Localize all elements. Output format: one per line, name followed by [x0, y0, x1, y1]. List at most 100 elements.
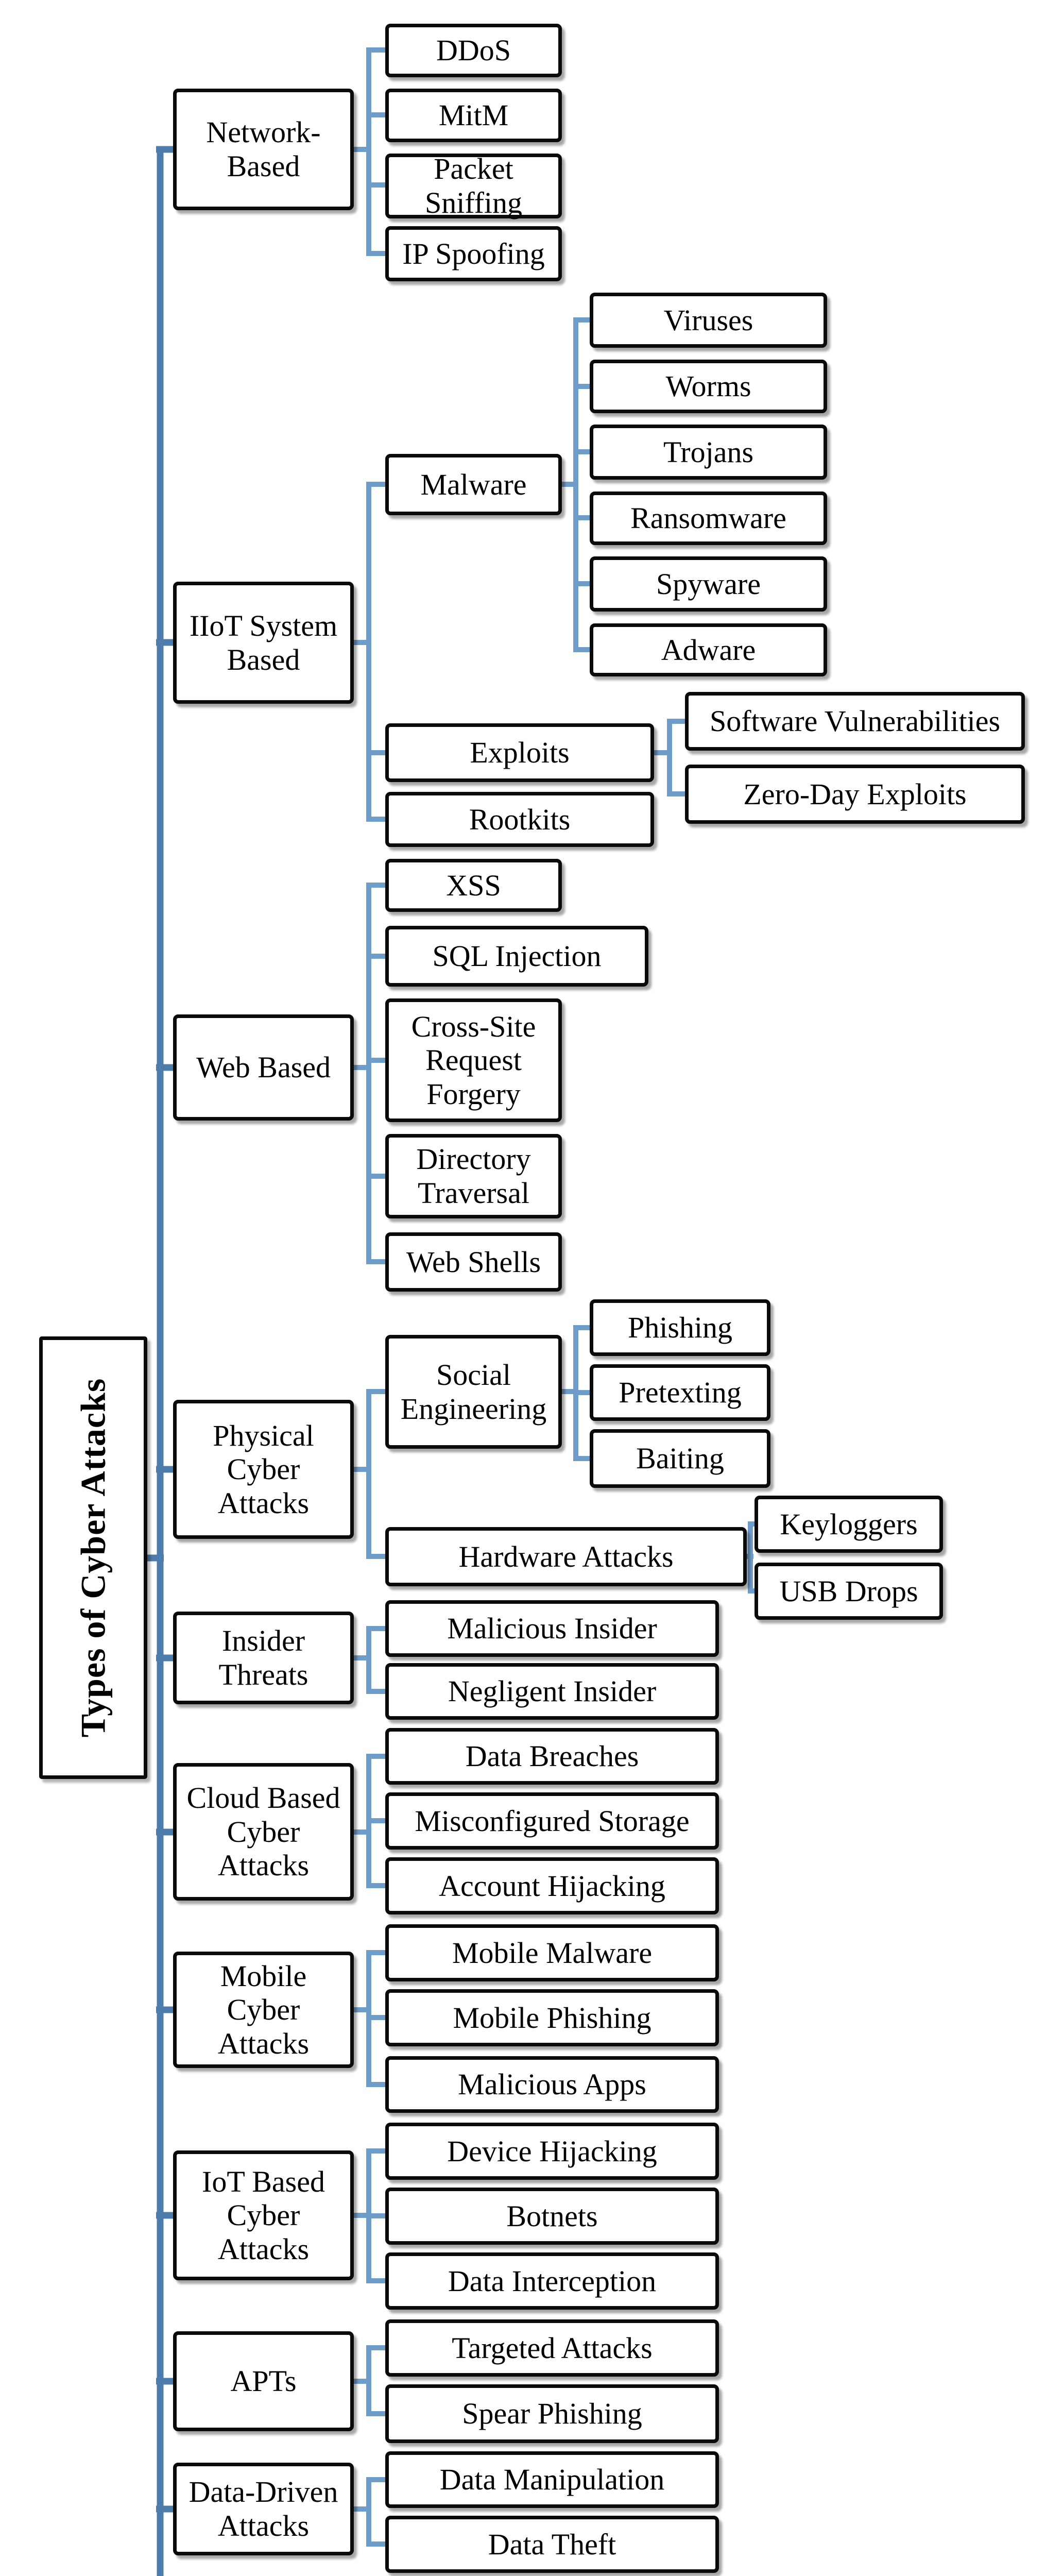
node-types-of-cyber-attacks: Types of Cyber Attacks — [39, 1336, 147, 1779]
node-keyloggers-label: Keyloggers — [780, 1507, 918, 1541]
node-iot-based-cyber-attacks: IoT Based Cyber Attacks — [173, 2150, 354, 2280]
node-negligent-insider: Negligent Insider — [385, 1663, 719, 1720]
node-adware: Adware — [590, 623, 827, 676]
node-xss: XSS — [385, 859, 562, 912]
node-usb-drops: USB Drops — [755, 1563, 943, 1620]
node-software-vulnerabilities-label: Software Vulnerabilities — [709, 704, 1001, 738]
node-hardware-attacks-label: Hardware Attacks — [458, 1539, 674, 1573]
node-ip-spoofing: IP Spoofing — [385, 226, 562, 281]
node-hardware-attacks: Hardware Attacks — [385, 1527, 747, 1586]
node-malicious-insider: Malicious Insider — [385, 1600, 719, 1657]
node-device-hijacking: Device Hijacking — [385, 2123, 719, 2180]
node-mobile-malware-label: Mobile Malware — [452, 1936, 653, 1970]
node-data-breaches-label: Data Breaches — [465, 1739, 639, 1773]
node-data-interception-label: Data Interception — [448, 2264, 657, 2298]
node-baiting: Baiting — [590, 1429, 770, 1488]
node-malicious-apps: Malicious Apps — [385, 2056, 719, 2113]
node-ransomware-label: Ransomware — [630, 501, 786, 535]
node-phishing: Phishing — [590, 1299, 770, 1356]
node-mobile-phishing: Mobile Phishing — [385, 1989, 719, 2046]
node-malware-label: Malware — [420, 467, 527, 501]
node-data-driven-attacks: Data-Driven Attacks — [173, 2463, 354, 2555]
node-botnets: Botnets — [385, 2188, 719, 2245]
node-cloud-based-cyber-attacks: Cloud Based Cyber Attacks — [173, 1763, 354, 1901]
node-mitm-label: MitM — [438, 98, 509, 132]
node-iiot-system-based-label: IIoT System Based — [189, 608, 338, 676]
node-types-of-cyber-attacks-label: Types of Cyber Attacks — [73, 1378, 113, 1738]
node-spyware-label: Spyware — [656, 567, 761, 601]
node-software-vulnerabilities: Software Vulnerabilities — [685, 692, 1025, 751]
node-exploits: Exploits — [385, 723, 654, 782]
node-insider-threats-label: Insider Threats — [218, 1624, 308, 1691]
node-exploits-label: Exploits — [470, 736, 570, 770]
node-trojans: Trojans — [590, 425, 827, 480]
node-network-based-label: Network-Based — [206, 115, 321, 183]
node-negligent-insider-label: Negligent Insider — [448, 1674, 657, 1708]
node-malware: Malware — [385, 454, 562, 515]
node-rootkits: Rootkits — [385, 792, 654, 847]
node-spear-phishing: Spear Phishing — [385, 2384, 719, 2443]
node-trojans-label: Trojans — [663, 435, 754, 469]
node-malicious-insider-label: Malicious Insider — [447, 1612, 657, 1646]
node-cloud-based-cyber-attacks-label: Cloud Based Cyber Attacks — [186, 1781, 340, 1883]
node-mobile-phishing-label: Mobile Phishing — [453, 2001, 651, 2035]
node-targeted-attacks-label: Targeted Attacks — [452, 2331, 653, 2365]
node-packet-sniffing-label: Packet Sniffing — [424, 152, 523, 219]
node-device-hijacking-label: Device Hijacking — [447, 2134, 657, 2168]
node-social-engineering: Social Engineering — [385, 1335, 562, 1449]
node-ip-spoofing-label: IP Spoofing — [402, 236, 545, 270]
node-data-interception: Data Interception — [385, 2252, 719, 2310]
node-mitm: MitM — [385, 89, 562, 142]
node-directory-traversal-label: Directory Traversal — [416, 1142, 531, 1210]
node-data-driven-attacks-label: Data-Driven Attacks — [188, 2475, 338, 2543]
node-rootkits-label: Rootkits — [469, 802, 571, 836]
node-iot-based-cyber-attacks-label: IoT Based Cyber Attacks — [202, 2164, 325, 2266]
node-usb-drops-label: USB Drops — [779, 1574, 918, 1608]
node-viruses: Viruses — [590, 293, 827, 348]
node-targeted-attacks: Targeted Attacks — [385, 2319, 719, 2377]
node-mobile-malware: Mobile Malware — [385, 1924, 719, 1981]
node-cross-site-request-forgery-label: Cross-Site Request Forgery — [411, 1009, 536, 1111]
node-adware-label: Adware — [661, 633, 756, 667]
node-data-manipulation: Data Manipulation — [385, 2451, 719, 2508]
node-ddos-label: DDoS — [436, 33, 511, 67]
node-botnets-label: Botnets — [506, 2199, 598, 2233]
node-data-manipulation-label: Data Manipulation — [439, 2463, 665, 2497]
node-apts: APTs — [173, 2331, 354, 2431]
node-apts-label: APTs — [230, 2364, 297, 2398]
node-spear-phishing-label: Spear Phishing — [462, 2397, 642, 2431]
node-account-hijacking-label: Account Hijacking — [439, 1869, 665, 1903]
node-physical-cyber-attacks-label: Physical Cyber Attacks — [213, 1418, 314, 1520]
node-zero-day-exploits-label: Zero-Day Exploits — [743, 777, 967, 811]
node-pretexting-label: Pretexting — [619, 1376, 742, 1410]
node-directory-traversal: Directory Traversal — [385, 1134, 562, 1218]
node-keyloggers: Keyloggers — [755, 1496, 943, 1553]
node-packet-sniffing: Packet Sniffing — [385, 152, 562, 219]
node-social-engineering-label: Social Engineering — [400, 1358, 547, 1426]
node-zero-day-exploits: Zero-Day Exploits — [685, 765, 1025, 824]
node-insider-threats: Insider Threats — [173, 1612, 354, 1704]
node-web-based: Web Based — [173, 1014, 354, 1121]
node-ddos: DDoS — [385, 24, 562, 77]
node-malicious-apps-label: Malicious Apps — [458, 2067, 646, 2102]
node-web-shells-label: Web Shells — [406, 1245, 541, 1279]
node-pretexting: Pretexting — [590, 1364, 770, 1421]
node-mobile-cyber-attacks: Mobile Cyber Attacks — [173, 1952, 354, 2068]
node-spyware: Spyware — [590, 556, 827, 612]
node-mobile-cyber-attacks-label: Mobile Cyber Attacks — [217, 1959, 310, 2060]
node-ransomware: Ransomware — [590, 492, 827, 545]
node-misconfigured-storage-label: Misconfigured Storage — [415, 1804, 690, 1838]
node-iiot-system-based: IIoT System Based — [173, 582, 354, 704]
node-web-shells: Web Shells — [385, 1232, 562, 1292]
node-cross-site-request-forgery: Cross-Site Request Forgery — [385, 998, 562, 1122]
node-account-hijacking: Account Hijacking — [385, 1857, 719, 1914]
node-worms-label: Worms — [665, 369, 751, 403]
node-sql-injection: SQL Injection — [385, 926, 648, 987]
node-xss-label: XSS — [446, 868, 501, 902]
node-data-theft-label: Data Theft — [488, 2527, 616, 2561]
node-data-breaches: Data Breaches — [385, 1728, 719, 1785]
node-network-based: Network-Based — [173, 89, 354, 210]
node-physical-cyber-attacks: Physical Cyber Attacks — [173, 1400, 354, 1539]
node-phishing-label: Phishing — [627, 1311, 733, 1345]
